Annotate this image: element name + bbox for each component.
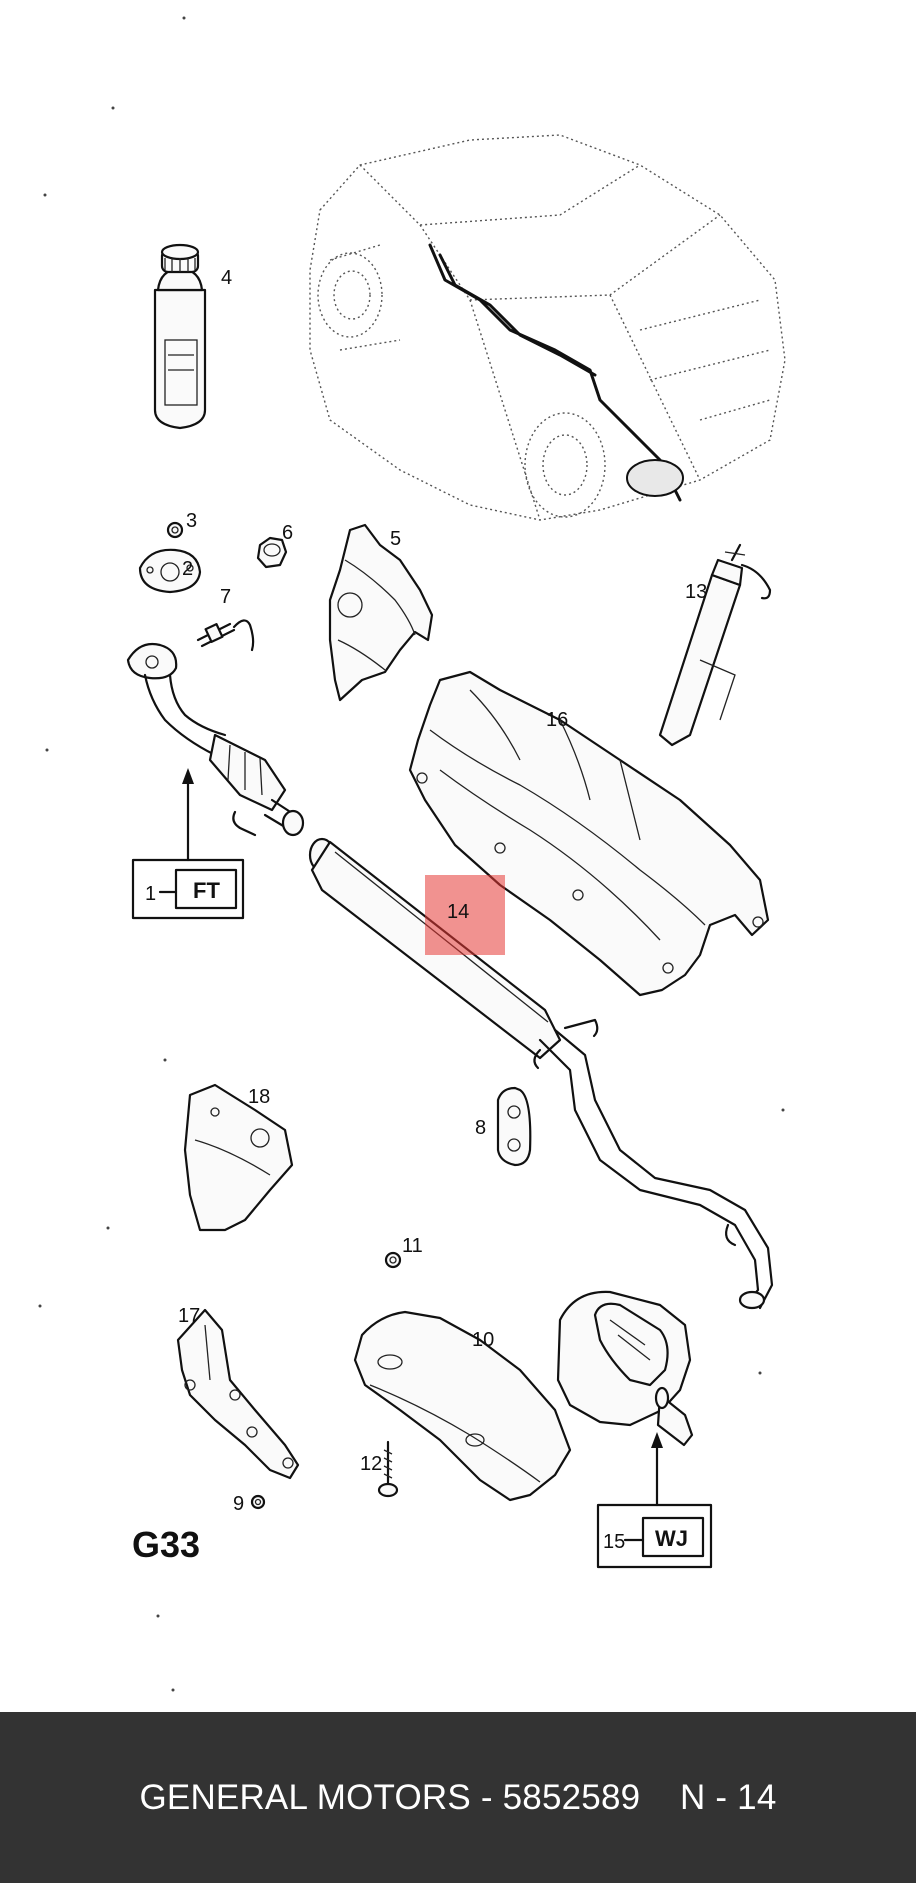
scan-specks bbox=[38, 16, 785, 1692]
group-code-label: G33 bbox=[132, 1524, 200, 1565]
part-7-oxygen-sensor bbox=[196, 619, 255, 652]
callout-14-label: 14 bbox=[447, 901, 469, 923]
callout-box-15-wj bbox=[596, 1432, 713, 1569]
callout-12-label: 12 bbox=[360, 1453, 382, 1475]
callout-5-label: 5 bbox=[390, 528, 401, 550]
exploded-parts-diagram: 4 3 2 6 5 7 13 16 1 FT 14 18 8 11 17 10 … bbox=[38, 16, 786, 1692]
callout-1-label: 1 bbox=[145, 883, 156, 905]
callout-18-label: 18 bbox=[248, 1086, 270, 1108]
part-15-rear-muffler bbox=[556, 1290, 694, 1447]
box-ft-label: FT bbox=[193, 878, 220, 903]
car-outline-illustration bbox=[309, 134, 786, 521]
part-6-nut bbox=[256, 536, 288, 569]
part-18-small-heat-shield bbox=[183, 1083, 294, 1232]
part-1-front-pipe-catalyst bbox=[126, 642, 305, 837]
part-3-nut bbox=[166, 521, 184, 539]
callout-4-label: 4 bbox=[221, 267, 232, 289]
part-16-main-heat-shield bbox=[408, 670, 770, 997]
callout-3-label: 3 bbox=[186, 510, 197, 532]
callout-6-label: 6 bbox=[282, 522, 293, 544]
part-17-bracket bbox=[176, 1308, 300, 1480]
callout-box-1-ft bbox=[131, 768, 245, 920]
callout-8-label: 8 bbox=[475, 1117, 486, 1139]
part-14-highlight bbox=[425, 875, 505, 955]
part-9-nut bbox=[250, 1494, 266, 1510]
part-4-fluid-bottle bbox=[153, 243, 207, 430]
callout-10-label: 10 bbox=[472, 1329, 494, 1351]
part-5-heat-shield bbox=[328, 523, 434, 702]
part-11-nut bbox=[384, 1251, 402, 1269]
callout-9-label: 9 bbox=[233, 1493, 244, 1515]
callout-13-label: 13 bbox=[685, 581, 707, 603]
callout-7-label: 7 bbox=[220, 586, 231, 608]
footer-bar: GENERAL MOTORS - 5852589 N - 14 bbox=[0, 1712, 916, 1883]
part-12-bolt bbox=[377, 1440, 399, 1498]
callout-16-label: 16 bbox=[546, 709, 568, 731]
box-wj-label: WJ bbox=[655, 1526, 688, 1551]
footer-part-info: GENERAL MOTORS - 5852589 N - 14 bbox=[139, 1777, 777, 1817]
part-8-rubber-hanger bbox=[496, 1086, 532, 1167]
callout-2-label: 2 bbox=[182, 558, 193, 580]
part-13-sealant-tube bbox=[658, 543, 772, 747]
callout-17-label: 17 bbox=[178, 1305, 200, 1327]
part-2-flange bbox=[138, 548, 202, 594]
part-10-heat-shield-plate bbox=[353, 1310, 572, 1502]
callout-15-label: 15 bbox=[603, 1531, 625, 1553]
callout-11-label: 11 bbox=[402, 1235, 423, 1257]
